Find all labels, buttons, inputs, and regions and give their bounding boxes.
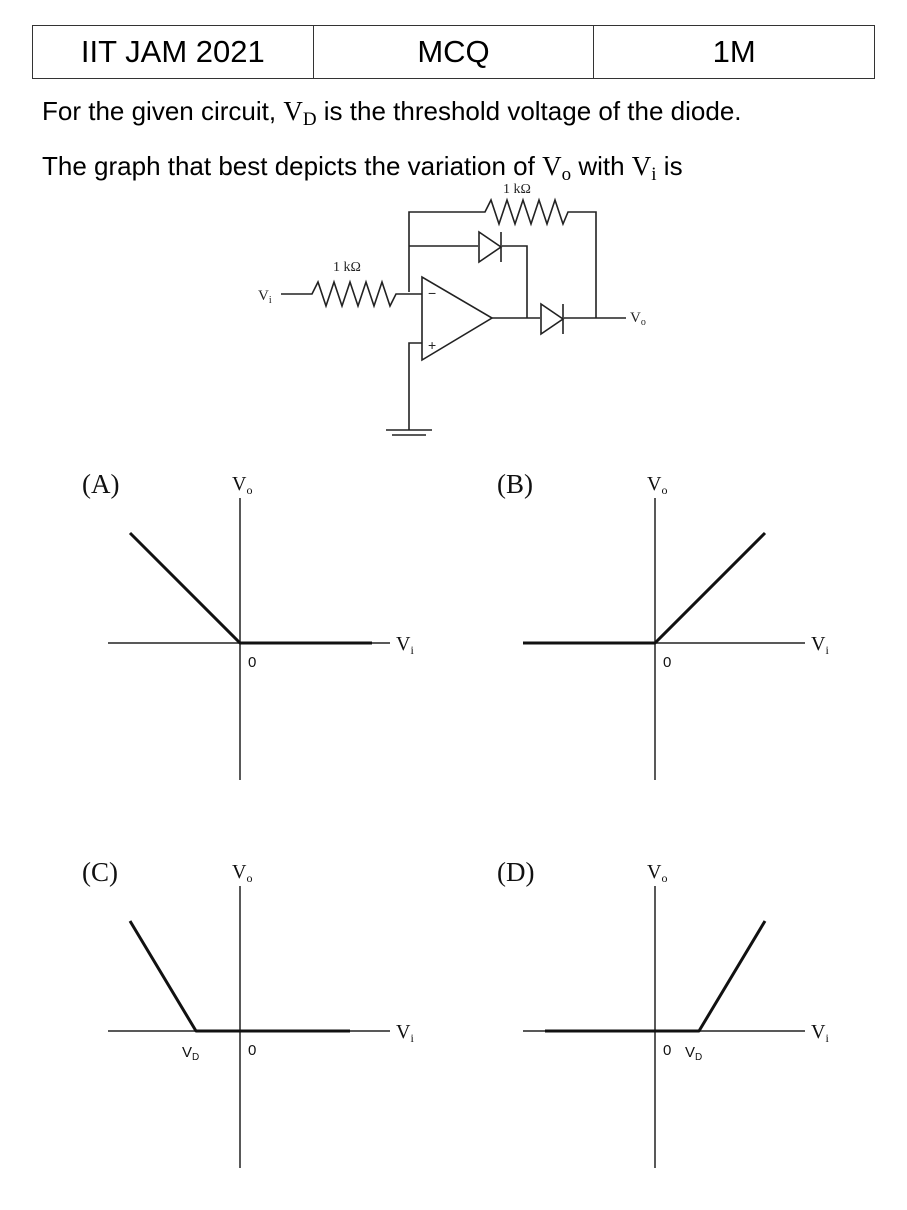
vo-symbol: V: [542, 151, 562, 181]
vi-symbol: V: [631, 151, 652, 181]
option-c-origin-label: 0: [248, 1042, 256, 1059]
vo-subscript: o: [561, 164, 572, 185]
ground-wire: [408, 342, 422, 430]
feedback-diode-icon: [478, 230, 503, 264]
question-text: For the given circuit, VD is the thresho…: [42, 88, 892, 198]
marks-cell: 1M: [593, 25, 875, 79]
option-c-x-axis-label: Vi: [396, 1021, 414, 1045]
circuit-diagram: 1 kΩ Vi 1 kΩ − + Vo: [258, 182, 646, 436]
option-c-y-axis-label: Vo: [232, 861, 252, 885]
vi-subscript: i: [651, 164, 657, 185]
option-a-y-axis-label: Vo: [232, 473, 252, 497]
option-b-y-axis-label: Vo: [647, 473, 667, 497]
input-label: Vi: [258, 288, 272, 306]
feedback-resistor-label: 1 kΩ: [503, 182, 531, 197]
output-diode-icon: [540, 302, 565, 336]
option-d-label: (D): [497, 857, 534, 887]
option-b-x-axis-label: Vi: [811, 633, 829, 657]
header-row: IIT JAM 2021 MCQ 1M: [32, 25, 875, 79]
feedback-top-wire: [408, 197, 597, 318]
option-d-threshold-label: VD: [685, 1044, 702, 1063]
question-part5: is: [656, 151, 683, 181]
question-part4: with: [571, 151, 632, 181]
input-resistor-label: 1 kΩ: [333, 260, 361, 275]
op-amp-icon: [421, 275, 494, 362]
option-d-x-axis-label: Vi: [811, 1021, 829, 1045]
option-d-series-line: [545, 920, 767, 1033]
question-part3: The graph that best depicts the variatio…: [42, 151, 543, 181]
inverting-sign: −: [428, 285, 436, 301]
option-b-label: (B): [497, 469, 533, 499]
option-c-series-line: [128, 920, 350, 1033]
vd-subscript: D: [302, 109, 317, 130]
exam-cell: IIT JAM 2021: [32, 25, 314, 79]
option-a-origin-label: 0: [248, 654, 256, 671]
input-wire: [281, 279, 422, 309]
question-line-2: The graph that best depicts the variatio…: [42, 143, 892, 198]
option-c-threshold-label: VD: [182, 1044, 199, 1063]
question-part1: For the given circuit,: [42, 96, 284, 126]
noninverting-sign: +: [428, 337, 436, 353]
option-d-y-axis-label: Vo: [647, 861, 667, 885]
question-line-1: For the given circuit, VD is the thresho…: [42, 88, 892, 143]
question-type-cell: MCQ: [312, 25, 595, 79]
vd-symbol: V: [283, 96, 303, 126]
option-a-label: (A): [82, 469, 119, 499]
question-part2: is the threshold voltage of the diode.: [316, 96, 742, 126]
option-a-x-axis-label: Vi: [396, 633, 414, 657]
feedback-diode-wire-right: [502, 245, 528, 318]
option-b-origin-label: 0: [663, 654, 671, 671]
option-a-series-line: [128, 531, 372, 645]
output-label: Vo: [630, 310, 646, 328]
option-b-series-line: [523, 531, 767, 645]
option-c-label: (C): [82, 857, 118, 887]
header-table: IIT JAM 2021 MCQ 1M: [32, 25, 875, 79]
option-d-origin-label: 0: [663, 1042, 671, 1059]
